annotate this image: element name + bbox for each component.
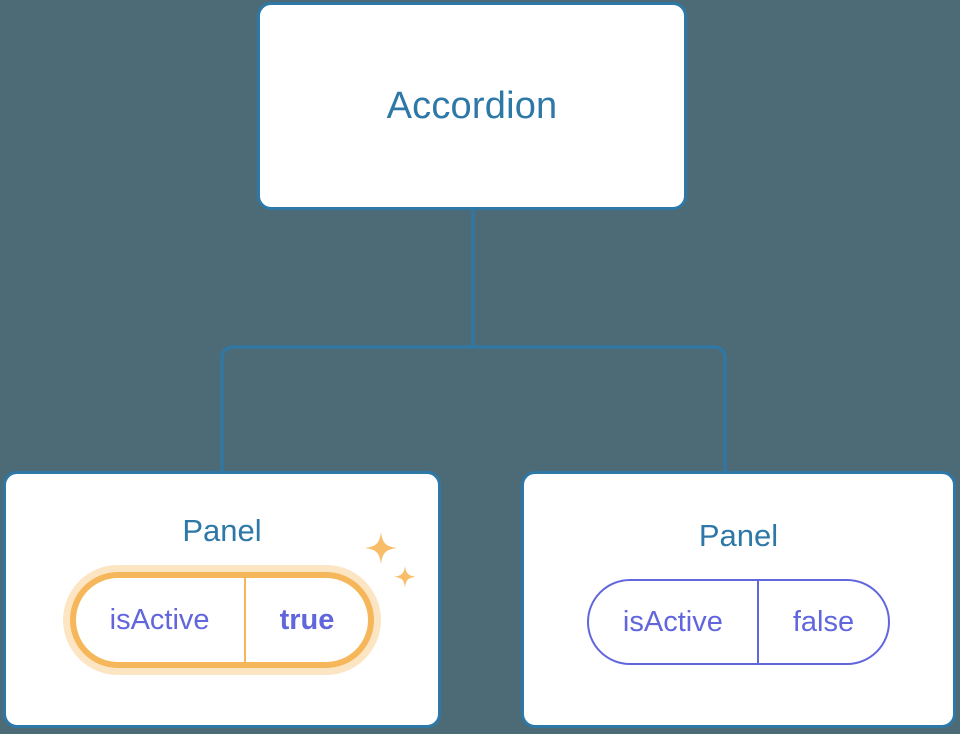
prop-pill-wrapper-0: isActive true (69, 532, 417, 668)
node-panel-0-label: Panel (182, 513, 262, 548)
prop-value-1: false (756, 581, 888, 663)
prop-pill-wrapper-1: isActive false (586, 579, 891, 665)
prop-pill-0[interactable]: isActive true (69, 572, 375, 668)
node-accordion-label: Accordion (386, 85, 558, 127)
node-panel-1-label: Panel (698, 518, 779, 553)
node-panel-1[interactable]: Panel isActive false (521, 471, 956, 728)
prop-key-0: isActive (109, 603, 210, 636)
node-accordion[interactable]: Accordion (257, 2, 687, 210)
prop-value-0: true (243, 578, 369, 662)
sparkle-small-icon (394, 566, 417, 588)
sparkles-group (365, 532, 417, 588)
sparkle-large-icon (365, 532, 398, 564)
prop-key-1: isActive (622, 605, 723, 638)
prop-pill-1[interactable]: isActive false (586, 579, 891, 665)
node-panel-0[interactable]: Panel isActive true (3, 471, 441, 728)
connector-branch-bus (220, 345, 727, 471)
